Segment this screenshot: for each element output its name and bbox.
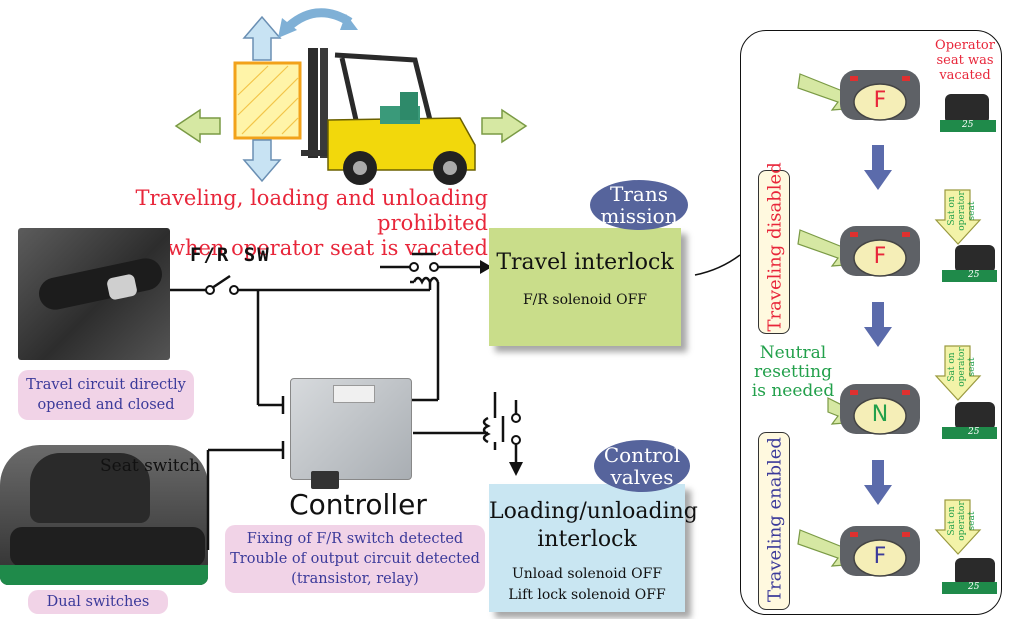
right-arrow-icon bbox=[481, 108, 528, 144]
neutral-note-2: resetting bbox=[754, 362, 832, 382]
fr-switch-label: F/R SW bbox=[190, 244, 271, 266]
controller-title: Controller bbox=[289, 488, 427, 521]
left-arrow-icon bbox=[174, 108, 221, 144]
travel-interlock-box: Travel interlock F/R solenoid OFF bbox=[489, 228, 681, 346]
sat-on-seat-label-3-line3: seat bbox=[967, 357, 977, 377]
loading-interlock-title-2: interlock bbox=[537, 527, 637, 552]
travel-circuit-note-1: Travel circuit directly bbox=[26, 377, 186, 393]
neutral-note-1: Neutral bbox=[759, 343, 827, 363]
travel-interlock-detail: F/R solenoid OFF bbox=[522, 292, 648, 308]
fr-lever-photo bbox=[18, 228, 170, 360]
state-3 bbox=[827, 345, 997, 439]
model-label-1: 25 bbox=[962, 120, 974, 130]
sat-on-seat-label-2-line1: Sat on bbox=[947, 196, 957, 226]
controller-unit bbox=[290, 378, 412, 489]
traveling-disabled-label-box: Traveling disabled bbox=[758, 162, 790, 334]
sequence-down-arrow-1 bbox=[864, 145, 892, 190]
sequence-graphics bbox=[797, 70, 997, 594]
down-arrow-icon bbox=[242, 139, 282, 183]
loading-interlock-title-1: Loading/unloading bbox=[489, 499, 698, 524]
state-1-letter: F bbox=[873, 88, 887, 113]
model-label-2: 25 bbox=[968, 270, 980, 280]
loading-interlock-box: Loading/unloading interlock Unload solen… bbox=[489, 484, 698, 612]
seat-vacated-note: Operator seat was vacated bbox=[930, 38, 1000, 83]
controller-note-3: (transistor, relay) bbox=[291, 571, 419, 587]
seat-photo bbox=[0, 445, 208, 585]
forklift-illustration bbox=[174, 8, 528, 185]
neutral-note-3: is needed bbox=[751, 381, 835, 401]
sat-on-seat-label-2-line3: seat bbox=[967, 201, 977, 221]
state-3-letter: N bbox=[871, 402, 889, 427]
dual-switches-note: Dual switches bbox=[28, 590, 168, 614]
state-4 bbox=[797, 499, 997, 594]
sequence-down-arrow-3 bbox=[864, 460, 892, 505]
seat-vacated-note-1: Operator bbox=[935, 38, 995, 53]
model-label-4: 25 bbox=[968, 582, 980, 592]
travel-interlock-title: Travel interlock bbox=[496, 250, 674, 275]
state-1 bbox=[797, 70, 996, 132]
headline-line2: when operator seat is vacated bbox=[167, 236, 488, 260]
control-valves-badge: Control valves bbox=[594, 440, 690, 492]
control-valves-badge-line1: Control bbox=[603, 443, 681, 467]
sat-on-seat-label-3-line2: operator bbox=[957, 347, 967, 387]
headline: Traveling, loading and unloading prohibi… bbox=[20, 186, 488, 261]
up-arrow-icon bbox=[242, 15, 282, 61]
controller-notes: Fixing of F/R switch detected Trouble of… bbox=[225, 525, 485, 593]
transmission-badge-line1: Trans bbox=[610, 182, 668, 206]
state-2 bbox=[797, 189, 997, 282]
sat-on-seat-label-2-line2: operator bbox=[957, 191, 967, 231]
loading-interlock-detail-1: Unload solenoid OFF bbox=[511, 566, 663, 582]
state-2-letter: F bbox=[873, 244, 887, 269]
travel-circuit-note-2: opened and closed bbox=[37, 397, 175, 413]
controller-note-1: Fixing of F/R switch detected bbox=[246, 531, 464, 547]
control-valves-badge-line2: valves bbox=[610, 465, 674, 489]
headline-line1: Traveling, loading and unloading prohibi… bbox=[135, 186, 488, 235]
neutral-note: Neutral resetting is needed bbox=[750, 344, 836, 401]
seat-switch-label: Seat switch bbox=[100, 456, 201, 476]
sequence-down-arrow-2 bbox=[864, 302, 892, 347]
model-label-3: 25 bbox=[968, 427, 980, 437]
loading-interlock-detail-2: Lift lock solenoid OFF bbox=[508, 587, 666, 603]
sat-on-seat-label-3-line1: Sat on bbox=[947, 352, 957, 382]
sequence-panel bbox=[740, 30, 1002, 615]
loading-interlock-details: Unload solenoid OFF Lift lock solenoid O… bbox=[489, 564, 685, 606]
seat-vacated-note-2: seat was bbox=[936, 53, 994, 68]
travel-circuit-note: Travel circuit directly opened and close… bbox=[18, 370, 194, 420]
loading-interlock-title: Loading/unloading interlock bbox=[489, 498, 698, 554]
sat-on-seat-label-4: Sat on operator seat bbox=[947, 491, 977, 551]
transmission-badge: Trans mission bbox=[590, 180, 688, 230]
transmission-badge-line2: mission bbox=[600, 204, 678, 228]
sat-on-seat-label-4-line1: Sat on bbox=[947, 506, 957, 536]
sat-on-seat-label-4-line2: operator bbox=[957, 501, 967, 541]
state-4-letter: F bbox=[873, 544, 887, 569]
sat-on-seat-label-2: Sat on operator seat bbox=[947, 181, 977, 241]
sat-on-seat-label-4-line3: seat bbox=[967, 511, 977, 531]
traveling-enabled-label-box: Traveling enabled bbox=[758, 432, 790, 610]
seat-vacated-note-3: vacated bbox=[939, 68, 991, 83]
sat-on-seat-label-3: Sat on operator seat bbox=[947, 337, 977, 397]
load-box bbox=[233, 61, 302, 140]
controller-note-2: Trouble of output circuit detected bbox=[230, 551, 480, 567]
